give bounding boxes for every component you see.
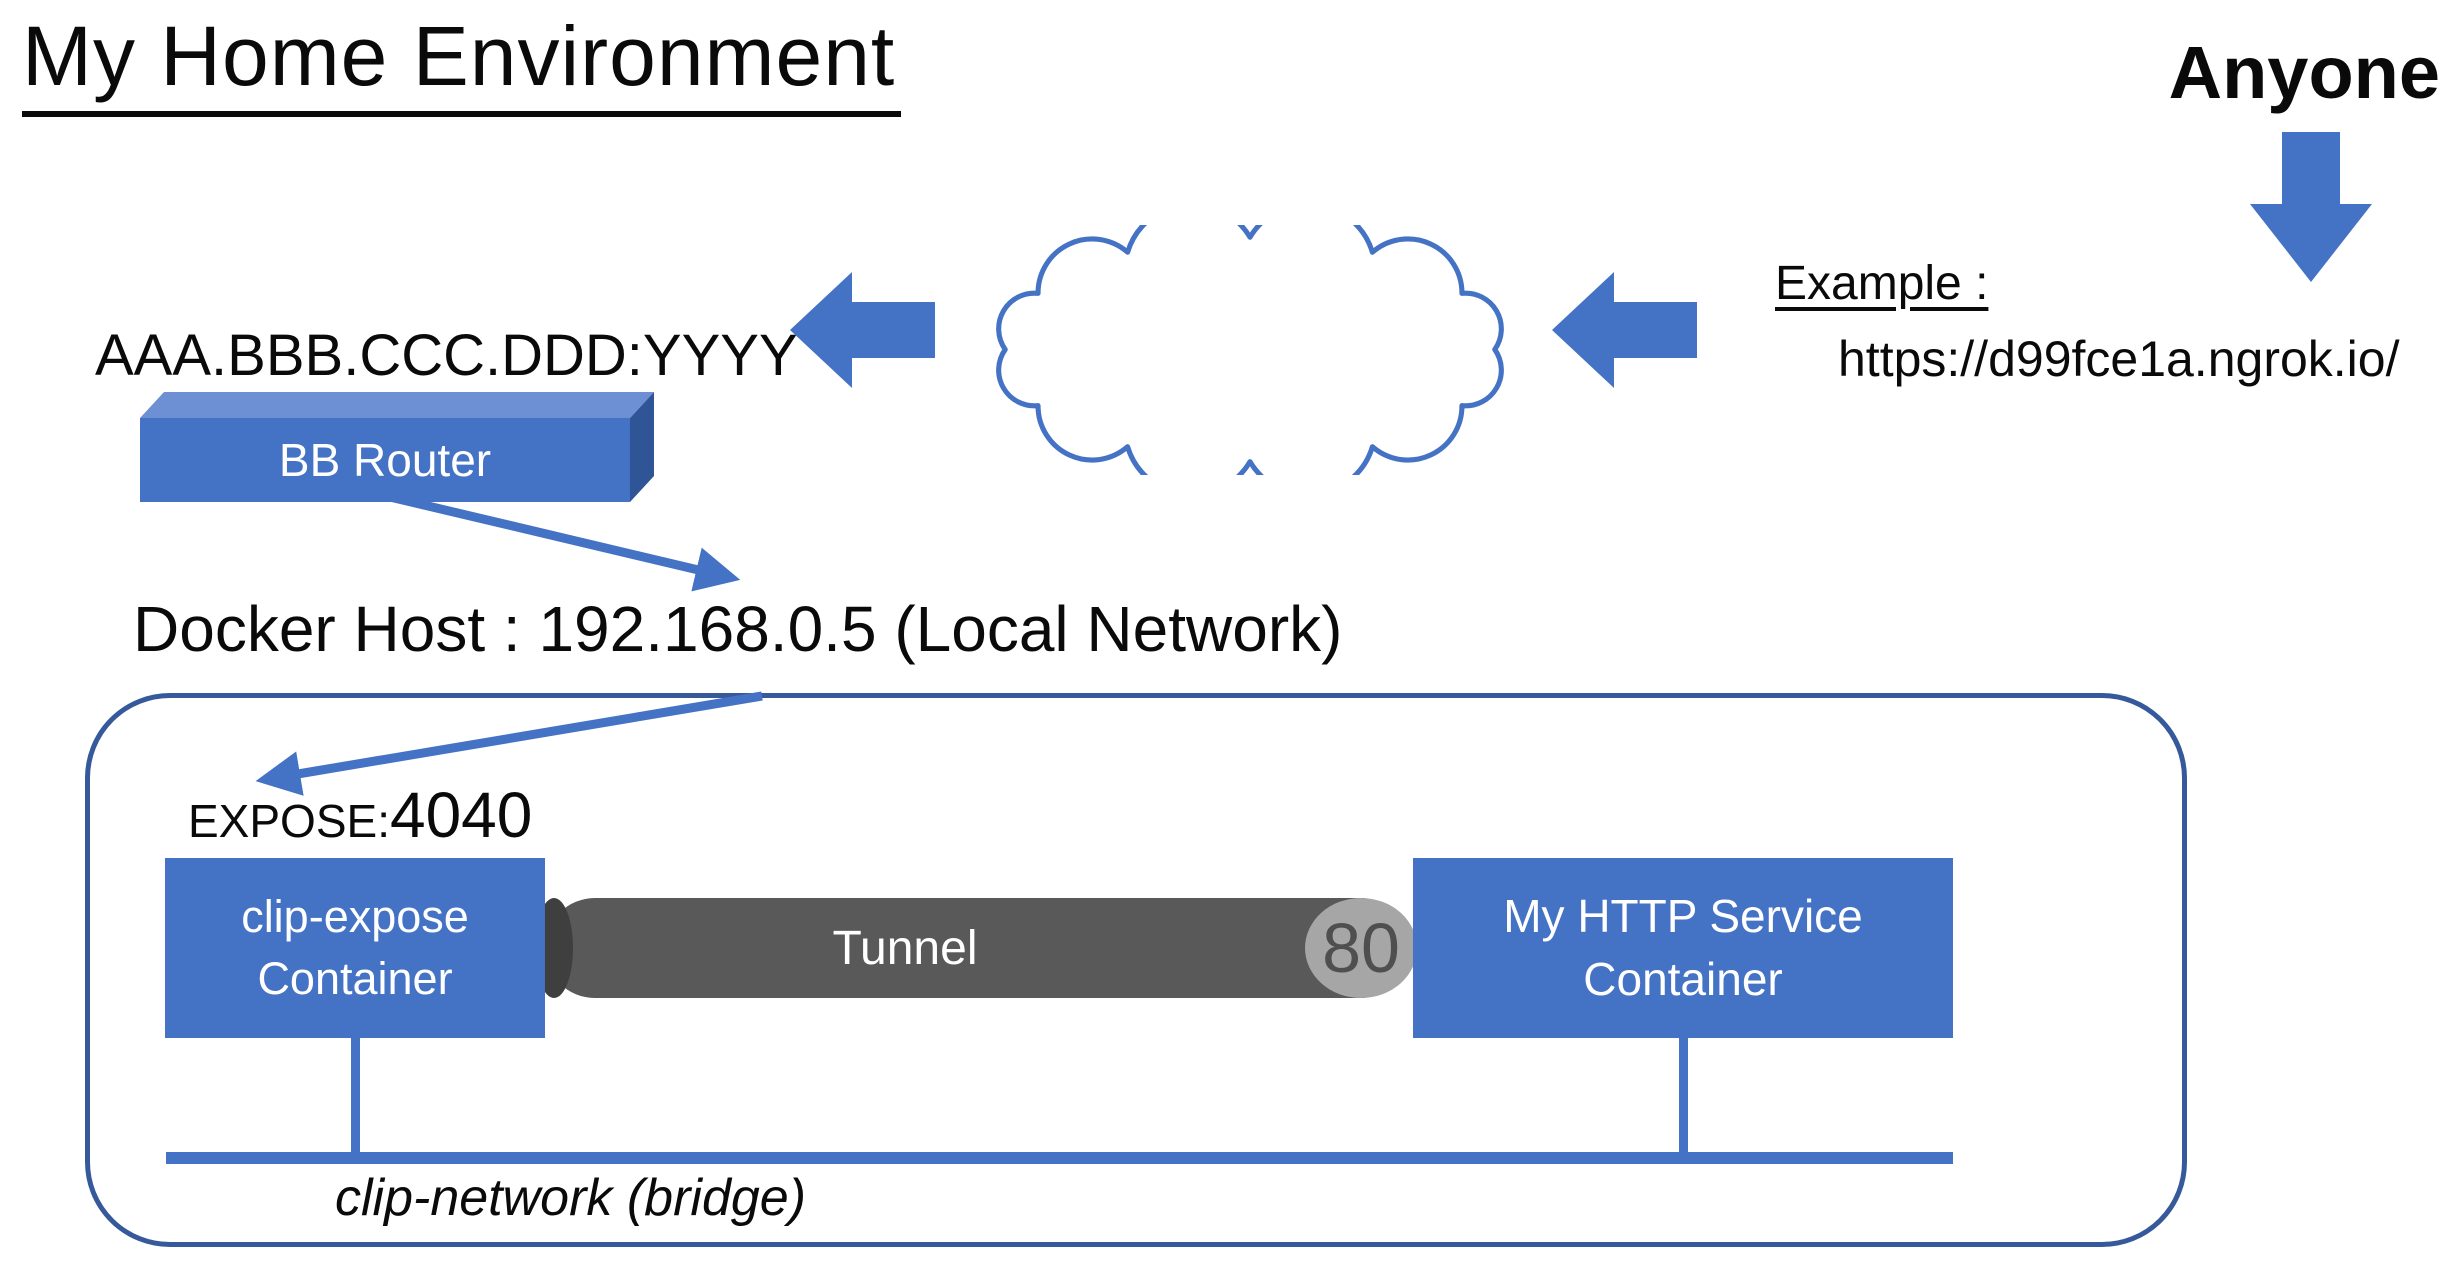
tunnel-port: 80 bbox=[1322, 909, 1400, 987]
example-label: Example : bbox=[1775, 257, 1989, 310]
bridge-network-label: clip-network (bridge) bbox=[335, 1169, 807, 1227]
http-service-line2: Container bbox=[1583, 953, 1783, 1005]
bridge-network-bar bbox=[166, 1152, 1953, 1164]
docker-host-label: Docker Host : 192.168.0.5 (Local Network… bbox=[133, 593, 1343, 665]
clip-expose-line1: clip-expose bbox=[241, 890, 469, 942]
network-drop-right bbox=[1679, 1036, 1688, 1154]
expose-port: 4040 bbox=[389, 779, 533, 851]
clip-expose-container-box: clip-expose Container bbox=[165, 858, 545, 1038]
arrow-router-to-dockerhost bbox=[388, 492, 741, 592]
example-url: https://d99fce1a.ngrok.io/ bbox=[1838, 331, 2400, 387]
arrow-cloud-to-router-icon bbox=[790, 272, 935, 388]
cloud-service-label: ngrok.com bbox=[1128, 313, 1372, 371]
router-label: BB Router bbox=[278, 434, 492, 486]
http-service-line1: My HTTP Service bbox=[1503, 889, 1863, 942]
tunnel-port-badge: 80 bbox=[1305, 898, 1417, 998]
expose-port-label: EXPOSE:4040 bbox=[188, 778, 532, 852]
tunnel-pipe bbox=[545, 898, 1365, 998]
clip-expose-line2: Container bbox=[257, 953, 453, 1004]
http-service-container-box: My HTTP Service Container bbox=[1413, 858, 1953, 1038]
tunnel-label: Tunnel bbox=[832, 921, 978, 975]
page-title: My Home Environment bbox=[22, 8, 902, 117]
docker-host-boundary bbox=[85, 693, 2187, 1247]
expose-prefix: EXPOSE: bbox=[188, 795, 390, 847]
arrow-anyone-down-icon bbox=[2250, 132, 2372, 282]
network-drop-left bbox=[351, 1036, 360, 1154]
anyone-label: Anyone bbox=[2168, 31, 2440, 114]
wan-address-label: AAA.BBB.CCC.DDD:YYYY bbox=[95, 323, 798, 388]
arrow-url-to-cloud-icon bbox=[1552, 272, 1697, 388]
